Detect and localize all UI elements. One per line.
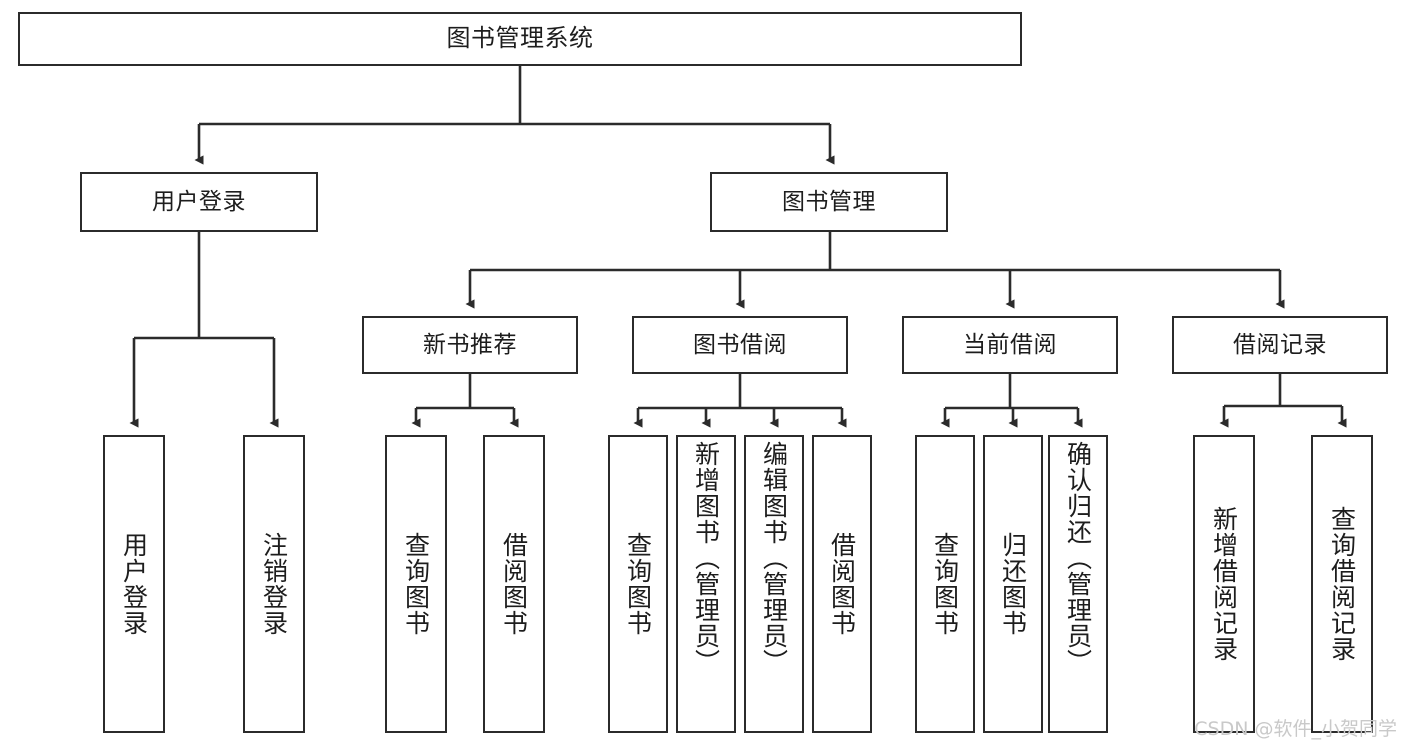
edges-root-to-level2 (194, 66, 835, 165)
node-leaf-user-login-label: 用户登录 (119, 532, 149, 636)
node-leaf-add-book-label: 新增图书（管理员） (691, 441, 721, 675)
node-leaf-confirm-return-label: 确认归还（管理员） (1063, 441, 1093, 675)
node-leaf-add-record[interactable]: 新增借阅记录 (1193, 435, 1255, 733)
node-leaf-add-record-label: 新增借阅记录 (1209, 506, 1239, 662)
node-new-book-recommend-label: 新书推荐 (423, 331, 517, 358)
node-borrow-record[interactable]: 借阅记录 (1172, 316, 1388, 374)
node-leaf-borrow-book-1-label: 借阅图书 (499, 532, 529, 636)
edges-currentborrow-to-leaves (940, 374, 1083, 428)
edges-borrowrecord-to-leaves (1219, 374, 1347, 428)
node-leaf-borrow-book-1[interactable]: 借阅图书 (483, 435, 545, 733)
node-leaf-query-book-3-label: 查询图书 (930, 532, 960, 636)
node-current-borrow[interactable]: 当前借阅 (902, 316, 1118, 374)
node-leaf-logout-label: 注销登录 (259, 532, 289, 636)
edges-userlogin-to-leaves (129, 232, 279, 428)
node-leaf-query-book-1[interactable]: 查询图书 (385, 435, 447, 733)
node-user-login[interactable]: 用户登录 (80, 172, 318, 232)
node-leaf-query-book-3[interactable]: 查询图书 (915, 435, 975, 733)
node-root-system[interactable]: 图书管理系统 (18, 12, 1022, 66)
edges-bookmanage-to-level3 (465, 232, 1285, 309)
node-leaf-query-record-label: 查询借阅记录 (1327, 506, 1357, 662)
node-book-borrow-label: 图书借阅 (693, 331, 787, 358)
node-leaf-return-book-label: 归还图书 (998, 532, 1028, 636)
node-leaf-edit-book[interactable]: 编辑图书（管理员） (744, 435, 804, 733)
csdn-watermark: CSDN @软件_小贺同学 (1194, 718, 1397, 740)
node-leaf-borrow-book-2-label: 借阅图书 (827, 532, 857, 636)
node-current-borrow-label: 当前借阅 (963, 331, 1057, 358)
node-leaf-query-book-1-label: 查询图书 (401, 532, 431, 636)
node-leaf-logout[interactable]: 注销登录 (243, 435, 305, 733)
node-borrow-record-label: 借阅记录 (1233, 331, 1327, 358)
node-new-book-recommend[interactable]: 新书推荐 (362, 316, 578, 374)
edges-bookborrow-to-leaves (633, 374, 847, 428)
node-leaf-edit-book-label: 编辑图书（管理员） (759, 441, 789, 675)
node-book-manage-label: 图书管理 (782, 188, 876, 215)
node-user-login-label: 用户登录 (152, 188, 246, 215)
edges-newbook-to-leaves (411, 374, 519, 428)
node-leaf-add-book[interactable]: 新增图书（管理员） (676, 435, 736, 733)
node-book-borrow[interactable]: 图书借阅 (632, 316, 848, 374)
node-root-system-label: 图书管理系统 (446, 24, 594, 53)
node-leaf-query-book-2-label: 查询图书 (623, 532, 653, 636)
node-leaf-confirm-return[interactable]: 确认归还（管理员） (1048, 435, 1108, 733)
node-book-manage[interactable]: 图书管理 (710, 172, 948, 232)
node-leaf-query-record[interactable]: 查询借阅记录 (1311, 435, 1373, 733)
node-leaf-borrow-book-2[interactable]: 借阅图书 (812, 435, 872, 733)
node-leaf-user-login[interactable]: 用户登录 (103, 435, 165, 733)
node-leaf-return-book[interactable]: 归还图书 (983, 435, 1043, 733)
node-leaf-query-book-2[interactable]: 查询图书 (608, 435, 668, 733)
